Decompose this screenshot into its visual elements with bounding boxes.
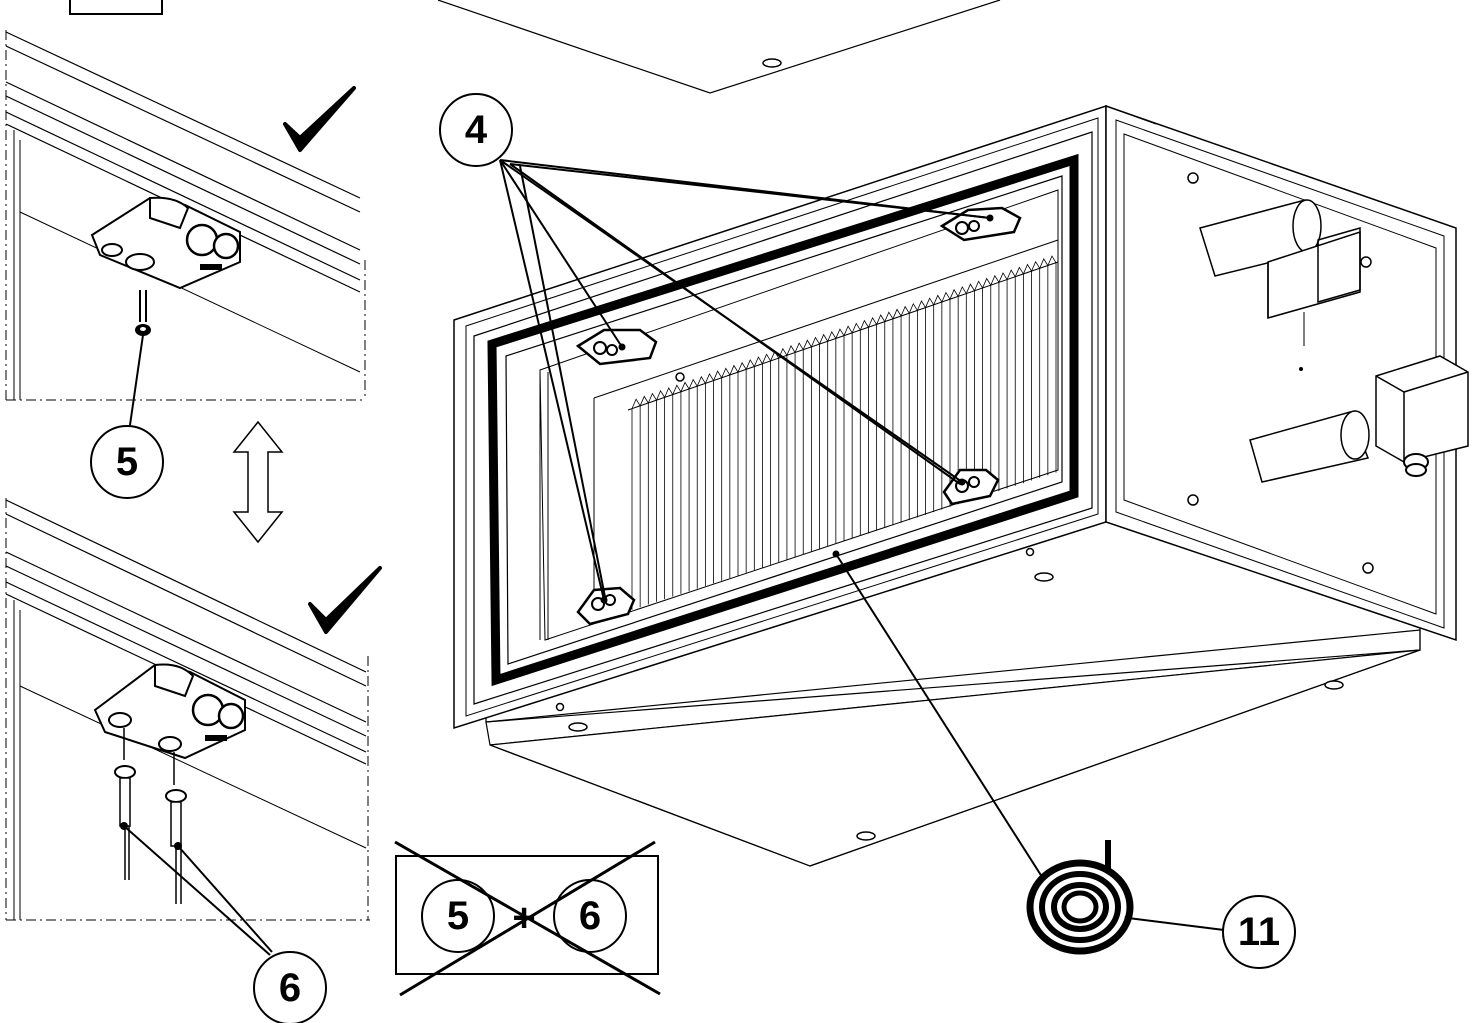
corner-clip-top-right [939,206,1022,242]
gasket-roll [1026,840,1134,955]
corner-bracket-lower [93,663,246,760]
leader-11-gasket [835,553,1045,881]
unit-housing [453,104,1469,867]
combo-label-5: 5 [447,894,469,938]
callout-6: 6 [253,951,327,1023]
checkmark-icon [308,566,382,634]
leader-5 [129,334,144,426]
svg-text:11: 11 [1238,910,1280,954]
leader-11 [1127,917,1225,931]
screw-5 [135,290,151,336]
corner-clip-top-left [575,328,658,366]
double-arrow-icon [232,420,284,544]
callout-4: 4 [439,93,513,167]
detail-panel-lower [5,498,370,956]
checkmark-icon [283,86,356,152]
svg-text:4: 4 [465,108,488,152]
leaders-4 [499,159,994,604]
rivet-6-right [165,752,187,904]
svg-text:6: 6 [279,966,301,1010]
not-allowed-box: 5 6 + [394,840,661,997]
callout-11: 11 [1222,895,1296,969]
top-left-box-fragment [69,0,163,15]
cross-out-icon [394,840,661,997]
heating-coil-connections [1199,199,1469,483]
corner-bracket-upper [90,196,241,290]
top-panel-fragment [437,0,1001,94]
rivet-6-left [114,728,136,880]
leader-6b [177,845,273,953]
detail-panel-upper [5,30,366,426]
filter-pleats [631,255,1057,610]
corner-clip-bottom-left [576,586,636,626]
svg-text:5: 5 [116,440,138,484]
callout-5: 5 [90,425,164,499]
combo-plus: + [512,896,535,940]
leader-6a [123,825,271,956]
combo-label-6: 6 [579,894,601,938]
